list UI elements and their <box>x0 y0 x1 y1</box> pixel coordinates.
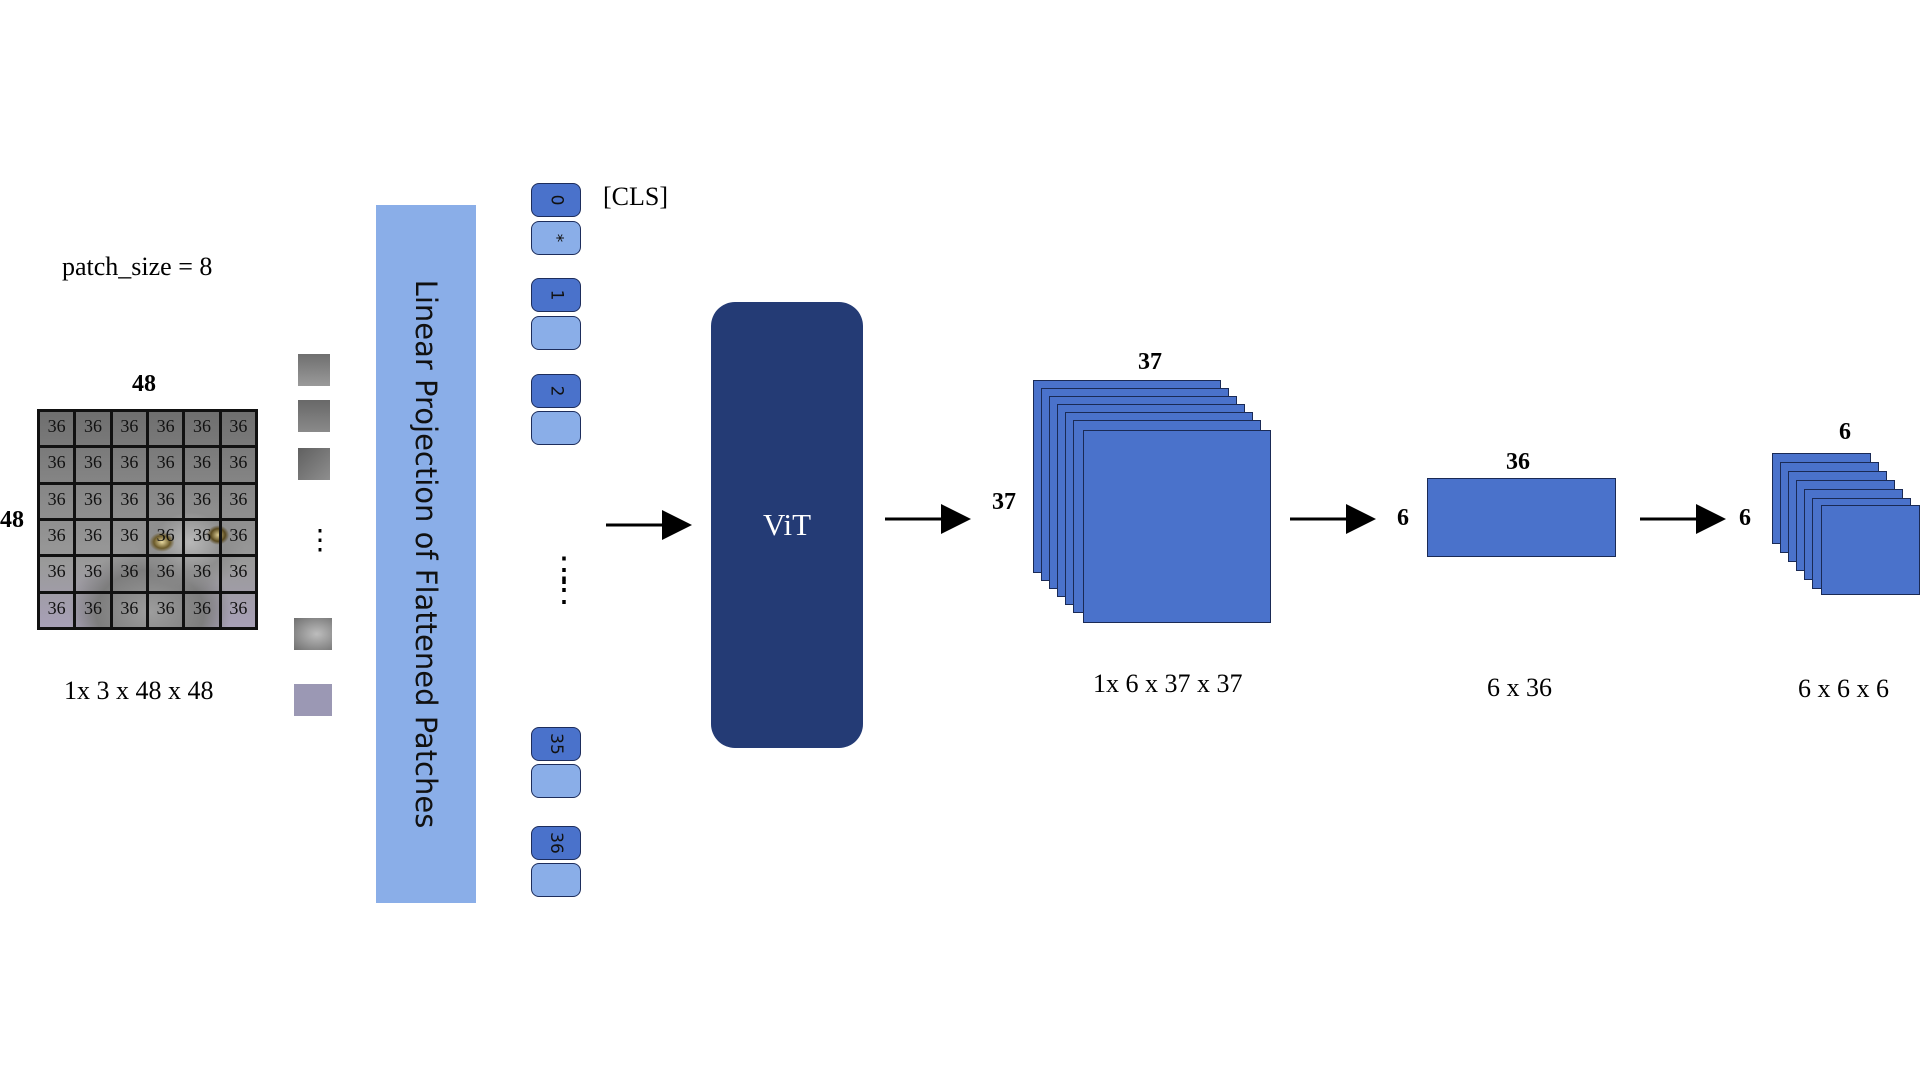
patch-cell: 36 <box>185 557 222 594</box>
position-token-35: 35 <box>531 727 581 761</box>
features-shape-label: 1x 6 x 37 x 37 <box>1093 669 1243 698</box>
patch-cell: 36 <box>221 557 258 594</box>
feature-map <box>1083 430 1271 623</box>
patch-cell: 36 <box>148 448 186 485</box>
reshape-side-label: 6 <box>1397 505 1409 531</box>
image-height-label: 48 <box>0 507 24 533</box>
patch-cell: 36 <box>185 412 222 449</box>
reshape-top-label: 36 <box>1506 449 1530 475</box>
patch-cell: 36 <box>76 484 113 521</box>
patch-cell: 36 <box>221 520 258 558</box>
patch-cell: 36 <box>148 520 186 558</box>
patch-thumbnail <box>294 618 332 650</box>
patch-thumbnail <box>294 684 332 716</box>
patch-cell: 36 <box>76 593 113 630</box>
patch-thumbnail <box>298 448 330 480</box>
patch-cell: 36 <box>221 484 258 521</box>
patch-cell: 36 <box>221 448 258 485</box>
token-ellipsis: ⋮ <box>547 572 581 609</box>
reshape-shape-label: 6 x 36 <box>1487 673 1552 702</box>
output-map <box>1821 505 1920 595</box>
position-token-1: 1 <box>531 278 581 312</box>
position-token-36: 36 <box>531 826 581 860</box>
patch-cell: 36 <box>40 520 77 558</box>
image-width-label: 48 <box>132 371 156 397</box>
patch-cell: 36 <box>185 448 222 485</box>
patch-cell: 36 <box>148 557 186 594</box>
position-token-2: 2 <box>531 374 581 408</box>
cls-label: [CLS] <box>603 182 668 211</box>
patch-cell: 36 <box>221 412 258 449</box>
input-shape-label: 1x 3 x 48 x 48 <box>64 676 214 705</box>
features-side-label: 37 <box>992 489 1016 515</box>
final-shape-label: 6 x 6 x 6 <box>1798 674 1889 703</box>
patch-embedding-token <box>531 316 581 350</box>
patch-ellipsis: ⋮ <box>306 525 334 556</box>
patch-embedding-token <box>531 863 581 897</box>
patch-cell: 36 <box>40 557 77 594</box>
patch-cell: 36 <box>76 557 113 594</box>
cls-position-token: 0 <box>531 183 581 217</box>
patch-cell: 36 <box>148 484 186 521</box>
patch-size-label: patch_size = 8 <box>62 252 213 281</box>
patch-cell: 36 <box>185 593 222 630</box>
patch-cell: 36 <box>112 448 149 485</box>
patch-cell: 36 <box>185 520 222 558</box>
patch-embedding-token <box>531 411 581 445</box>
patch-cell: 36 <box>40 484 77 521</box>
vit-block: ViT <box>711 302 863 748</box>
reshape-matrix <box>1427 478 1616 557</box>
patch-thumbnail <box>298 400 330 432</box>
final-side-label: 6 <box>1739 505 1751 531</box>
patch-cell: 36 <box>112 484 149 521</box>
token-ellipsis: ⋮ <box>547 552 581 589</box>
patch-cell: 36 <box>76 520 113 558</box>
patch-cell: 36 <box>112 593 149 630</box>
cls-embedding-token: * <box>531 221 581 255</box>
patch-cell: 36 <box>112 520 149 558</box>
patch-thumbnail <box>298 354 330 386</box>
patch-cell: 36 <box>76 448 113 485</box>
patch-cell: 36 <box>40 448 77 485</box>
patch-cell: 36 <box>76 412 113 449</box>
final-top-label: 6 <box>1839 419 1851 445</box>
linear-projection-block: Linear Projection of Flattened Patches <box>376 205 476 903</box>
patch-cell: 36 <box>148 412 186 449</box>
patch-cell: 36 <box>112 412 149 449</box>
patch-cell: 36 <box>112 557 149 594</box>
patch-cell: 36 <box>148 593 186 630</box>
vit-label: ViT <box>762 507 812 542</box>
patch-cell: 36 <box>185 484 222 521</box>
patch-embedding-token <box>531 764 581 798</box>
patch-cell: 36 <box>40 593 77 630</box>
patch-cell: 36 <box>221 593 258 630</box>
features-top-label: 37 <box>1138 349 1162 375</box>
patch-cell: 36 <box>40 412 77 449</box>
